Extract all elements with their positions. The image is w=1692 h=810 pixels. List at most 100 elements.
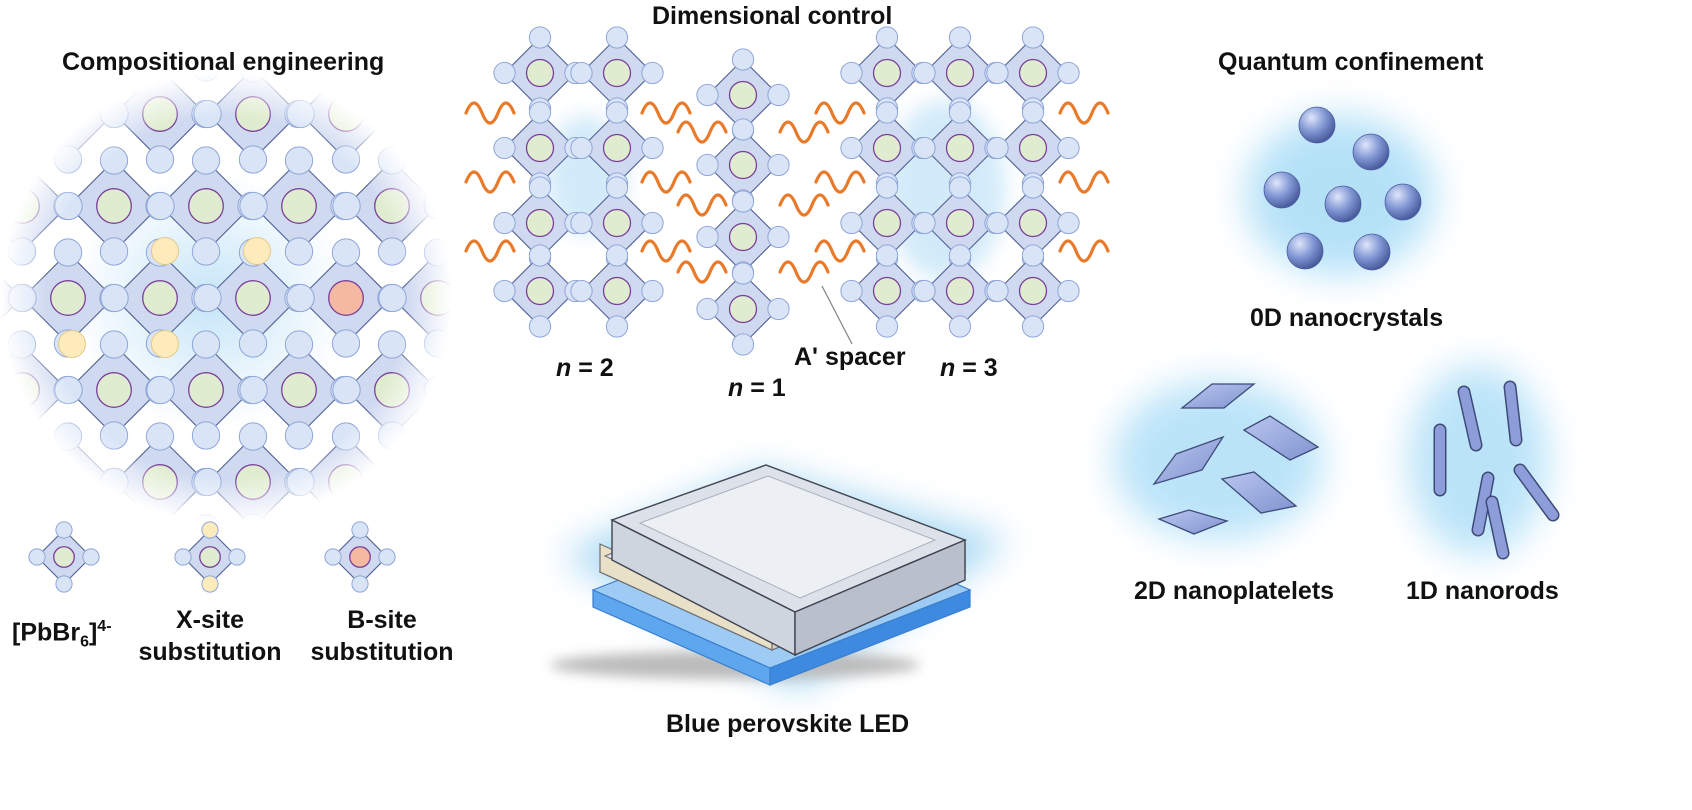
b-site-atom: [235, 280, 271, 316]
x-site-atom: [145, 145, 175, 174]
x-site-atom: [284, 330, 314, 359]
x-site-atom: [146, 191, 175, 221]
spacer-wave: [778, 193, 830, 217]
b-site-atom: [420, 280, 456, 316]
b-site-atom: [96, 556, 132, 592]
nanoplatelet: [1157, 509, 1230, 535]
b-site-atom: [50, 280, 86, 316]
x-site-atom: [875, 315, 899, 338]
x-site-atom: [528, 315, 552, 338]
x-site-atom: [424, 375, 453, 405]
x-site-atom: [191, 53, 221, 82]
b-site-atom: [53, 546, 75, 568]
b-site-atom: [96, 188, 132, 224]
x-site-atom: [332, 7, 361, 37]
x-site-atom: [193, 99, 222, 129]
octahedron: [100, 54, 220, 174]
b-site-atom: [602, 58, 632, 88]
x-site-atom: [731, 333, 755, 356]
octahedron: [696, 262, 790, 356]
octahedron: [239, 330, 359, 450]
label-spacer: A' spacer: [794, 343, 906, 371]
label-1d: 1D nanorods: [1406, 577, 1559, 605]
x-site-atom: [605, 244, 629, 267]
x-site-atom: [174, 548, 192, 566]
x-site-atom: [605, 176, 629, 199]
x-site-atom: [469, 421, 499, 450]
b-site-atom: [1018, 58, 1048, 88]
x-site-atom: [284, 421, 314, 450]
x-site-atom: [201, 575, 219, 593]
label-n3-var: n: [940, 354, 956, 382]
x-site-substituted: [151, 237, 179, 265]
octahedron: [424, 0, 544, 82]
x-site-atom: [875, 26, 899, 49]
octahedron: [986, 176, 1080, 270]
spacer-wave: [640, 101, 692, 125]
nanocrystal: [1352, 133, 1390, 171]
x-site-atom: [332, 375, 361, 405]
x-site-atom: [55, 521, 73, 539]
label-n2-rest: = 2: [571, 354, 614, 382]
label-n1-var: n: [728, 374, 744, 402]
x-site-atom: [1021, 26, 1045, 49]
x-site-atom: [469, 146, 499, 175]
x-site-atom: [378, 467, 407, 497]
b-site-atom: [281, 4, 317, 40]
x-site-atom: [469, 605, 499, 634]
nanocrystal: [1324, 185, 1362, 223]
x-site-atom: [469, 467, 498, 497]
b-site-atom: [525, 276, 555, 306]
x-site-atom: [238, 329, 268, 358]
x-site-atom: [731, 262, 755, 285]
octahedron: [146, 330, 266, 450]
spacer-wave: [1058, 239, 1110, 263]
x-site-atom: [286, 99, 315, 129]
b-site-atom: [328, 280, 364, 316]
x-site-atom: [493, 136, 516, 160]
octahedron: [100, 422, 220, 542]
x-site-atom: [286, 467, 315, 497]
x-site-atom: [423, 145, 453, 174]
b-site-atom: [872, 133, 902, 163]
x-site-atom: [986, 211, 1009, 235]
spacer-wave: [1058, 170, 1110, 194]
x-site-atom: [1057, 279, 1080, 303]
nanoplatelet: [1220, 471, 1298, 514]
x-site-atom: [191, 146, 221, 175]
b-site-atom: [525, 133, 555, 163]
b-site-atom: [328, 96, 364, 132]
x-site-atom: [1057, 136, 1080, 160]
x-site-atom: [423, 422, 453, 451]
x-site-atom: [99, 330, 129, 359]
nanorod: [1515, 465, 1558, 520]
spacer-wave: [1058, 101, 1110, 125]
x-site-atom: [284, 146, 314, 175]
x-site-atom: [239, 7, 268, 37]
label-n2: n = 2: [556, 354, 614, 383]
spacer-wave: [778, 120, 830, 144]
x-site-substituted: [243, 237, 271, 265]
x-site-atom: [99, 421, 129, 450]
x-site-atom: [377, 605, 407, 634]
octahedron: [570, 101, 664, 195]
x-site-atom: [238, 145, 268, 174]
x-site-atom: [641, 61, 664, 85]
x-site-atom: [191, 330, 221, 359]
legend-x-site-line2: substitution: [138, 638, 282, 666]
x-site-atom: [377, 330, 407, 359]
b-site-atom: [374, 372, 410, 408]
label-n3-rest: = 3: [955, 354, 998, 382]
b-site-atom: [142, 280, 178, 316]
x-site-atom: [696, 83, 719, 107]
b-site-atom: [142, 96, 178, 132]
x-site-atom: [146, 7, 175, 37]
x-site-atom: [767, 297, 790, 321]
x-site-atom: [100, 283, 129, 313]
x-site-atom: [731, 118, 755, 141]
b-site-atom: [235, 464, 271, 500]
legend-formula: [PbBr6]4-: [12, 618, 112, 651]
x-site-atom: [100, 99, 129, 129]
octahedron: [193, 54, 313, 174]
